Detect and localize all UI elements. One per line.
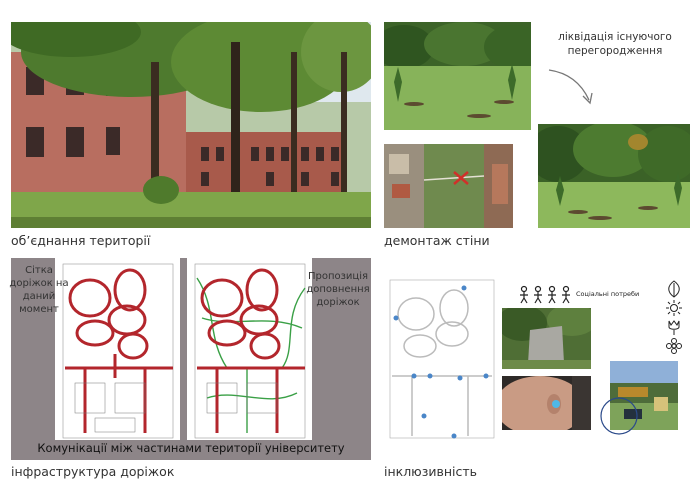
hearing-aid-illustration [502,376,591,430]
proposed-paths-plan [187,258,312,440]
aerial-illustration [384,144,513,228]
caption-unify-territory: об’єднання території [11,233,151,248]
people-group-icon [520,285,570,304]
current-paths-drawing [62,263,174,439]
social-needs-label: Соціальні потреби [576,290,640,298]
hearing-aid-photo [502,376,591,430]
highlight-circle [600,397,638,435]
proposed-paths-label: Пропозиція доповнення доріжок [306,271,370,308]
caption-wall-demolition: демонтаж стіни [384,233,490,248]
building-photo-illustration [11,22,371,228]
memorial-stone-photo [502,308,591,369]
leaf-icon [668,280,680,298]
flower-icon [666,338,682,354]
proposed-paths-drawing [194,263,306,439]
campus-building-photo [11,22,371,228]
curved-arrow-icon [548,69,593,105]
lawn-after-illustration [538,124,690,228]
cross-mark-icon [453,171,469,185]
caption-inclusivity: інклюзивність [384,464,478,479]
inclusivity-plan [384,276,499,441]
memorial-stone-illustration [502,308,591,369]
park-bench-illustration [610,361,678,430]
sun-icon [666,300,682,316]
paths-bottom-title: Комунікації між частинами території унів… [37,441,345,455]
fence-removal-label: ліквідація існуючого перегородження [558,31,672,57]
inclusivity-plan-drawing [389,279,495,439]
current-paths-plan [55,258,180,440]
accessibility-markers [393,285,489,439]
current-paths-label: Сітка доріжок на даний момент [9,265,69,315]
tulip-icon [668,320,680,335]
park-bench-photo [610,361,678,430]
lawn-before-photo [384,22,531,130]
lawn-after-photo [538,124,690,228]
lawn-before-illustration [384,22,531,130]
aerial-wall-photo [384,144,513,228]
caption-path-infrastructure: інфраструктура доріжок [11,464,175,479]
